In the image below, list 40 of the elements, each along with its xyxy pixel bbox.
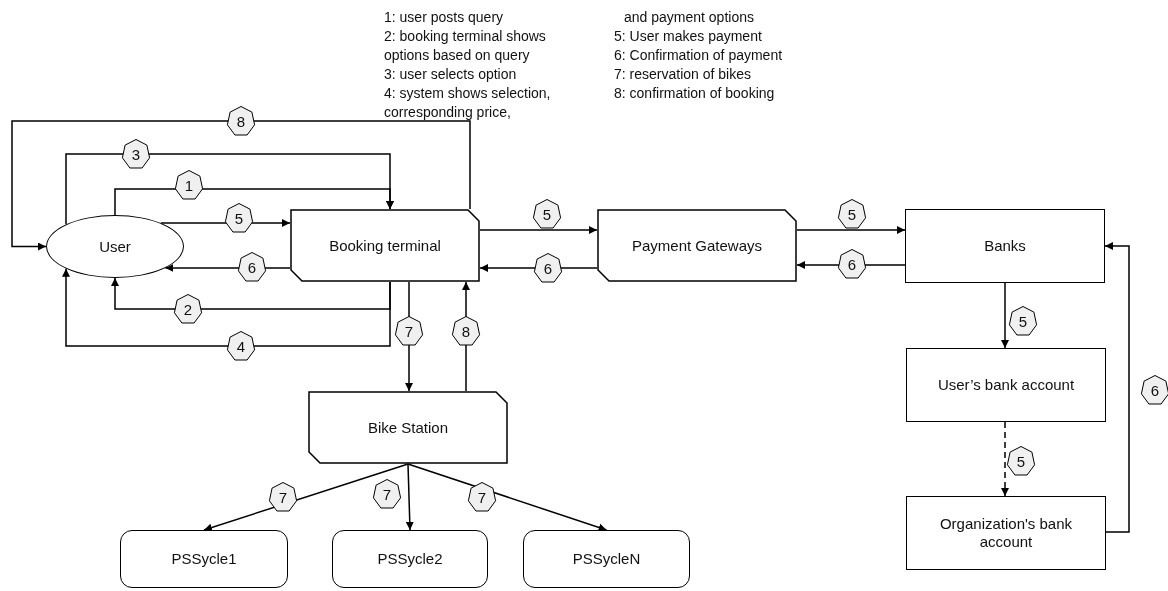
arrow: [1104, 242, 1130, 533]
note-text: 8: confirmation of booking: [614, 84, 775, 103]
arrow: [1001, 282, 1009, 349]
node-label: PSSycle2: [376, 550, 444, 568]
node-label: PSSycleN: [571, 550, 642, 568]
arrow: [1001, 421, 1009, 497]
note-text: 1: user posts query: [384, 8, 504, 27]
note-text: 4: system shows selection, corresponding price,: [384, 84, 552, 122]
arrow: [65, 153, 394, 226]
node-label: Booking terminal: [328, 236, 442, 255]
note-text: 2: booking terminal shows options based on query: [384, 27, 547, 65]
arrow: [796, 226, 906, 234]
rounded-box: [332, 530, 488, 588]
process-box: [906, 348, 1106, 422]
process-box: [290, 209, 480, 282]
node-label: Payment Gateways: [630, 236, 764, 255]
node-label: Bike Station: [366, 418, 449, 437]
arrow: [479, 226, 598, 234]
node-label: Banks: [983, 237, 1027, 255]
arrow: [407, 463, 608, 532]
arrow: [11, 120, 471, 251]
node-label: User: [98, 237, 132, 256]
rounded-box: [523, 530, 690, 588]
node-label: User’s bank account: [936, 376, 1076, 394]
process-box: [905, 209, 1105, 283]
arrow: [62, 267, 391, 347]
node-label: PSSycle1: [170, 550, 238, 568]
note-text: 5: User makes payment: [614, 27, 762, 46]
rounded-box: [120, 530, 288, 588]
arrow: [203, 463, 409, 532]
note-text: 3: user selects option: [384, 65, 517, 84]
note-text: 6: Confirmation of payment: [614, 46, 783, 65]
note-text: and payment options: [624, 8, 754, 27]
process-box: [597, 209, 797, 282]
node-label: Organization's bank account: [938, 515, 1074, 551]
process-box: [906, 496, 1106, 570]
process-box: [308, 391, 508, 464]
note-text: 7: reservation of bikes: [614, 65, 751, 84]
arrow: [111, 277, 391, 310]
arrow: [405, 463, 414, 531]
